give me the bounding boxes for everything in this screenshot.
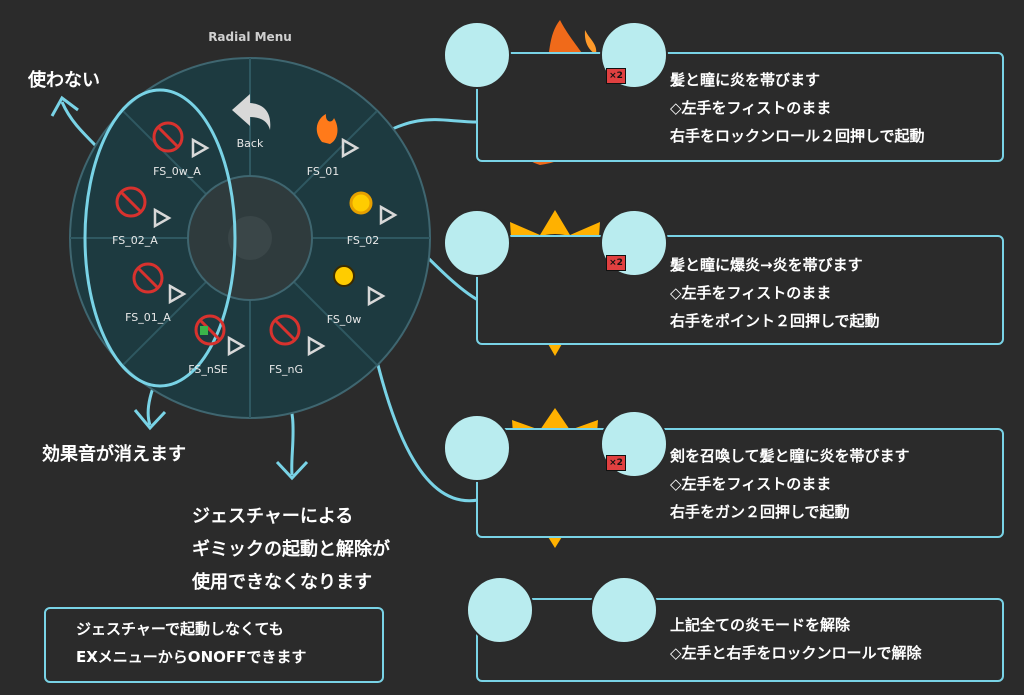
sun-small-icon	[349, 191, 373, 215]
mode2-line2: ◇左手をフィストのまま	[670, 284, 832, 302]
slot-fsnse[interactable]: FS_nSE	[188, 363, 228, 376]
arrow-unused-head	[50, 95, 79, 117]
slot-fs01a[interactable]: FS_01_A	[125, 311, 171, 324]
arrow-gesture	[275, 460, 309, 481]
mode1-line1: 髪と瞳に炎を帯びます	[670, 71, 821, 89]
mode1-line2: ◇左手をフィストのまま	[670, 99, 832, 117]
exmenu-line2: EXメニューからONOFFできます	[76, 648, 307, 666]
mode4-line2: ◇左手と右手をロックンロールで解除	[670, 644, 922, 662]
mode2-line1: 髪と瞳に爆炎→炎を帯びます	[670, 256, 863, 274]
mode3-line3: 右手をガン２回押しで起動	[670, 503, 850, 521]
mode-box-1: 髪と瞳に炎を帯びます ◇左手をフィストのまま 右手をロックンロール２回押しで起動	[476, 52, 1004, 162]
unused-note: 使わない	[28, 70, 100, 91]
flame-small-icon	[316, 114, 338, 144]
mode-box-4: 上記全ての炎モードを解除 ◇左手と右手をロックンロールで解除	[476, 598, 1004, 682]
disabled-icon-fs0wa	[152, 121, 184, 153]
mode4-line1: 上記全ての炎モードを解除	[670, 616, 851, 634]
gesture-off-line2: ギミックの起動と解除が	[192, 539, 390, 560]
mode3-line2: ◇左手をフィストのまま	[670, 475, 832, 493]
mode-box-3: 剣を召喚して髪と瞳に炎を帯びます ◇左手をフィストのまま 右手をガン２回押しで起…	[476, 428, 1004, 538]
x2-badge: ×2	[606, 255, 626, 271]
exmenu-box: ジェスチャーで起動しなくても EXメニューからONOFFできます	[44, 607, 384, 683]
x2-badge: ×2	[606, 455, 626, 471]
arrow-unused	[60, 101, 102, 152]
fist-hand-icon	[443, 209, 511, 277]
x2-badge: ×2	[606, 68, 626, 84]
slot-fs02[interactable]: FS_02	[346, 234, 380, 247]
speaker-icon	[200, 326, 208, 335]
gesture-off-note: ジェスチャーによる ギミックの起動と解除が 使用できなくなります	[192, 500, 390, 599]
slot-fs0wa[interactable]: FS_0w_A	[153, 165, 201, 178]
fist-hand-icon	[443, 414, 511, 482]
rock-hand-icon	[590, 576, 658, 644]
sound-off-note: 効果音が消えます	[42, 444, 186, 465]
mode1-line3: 右手をロックンロール２回押しで起動	[670, 127, 925, 145]
slot-fs0w[interactable]: FS_0w	[326, 313, 362, 326]
slot-fsng[interactable]: FS_nG	[268, 363, 304, 376]
unused-highlight	[83, 88, 237, 388]
back-slot-label[interactable]: Back	[236, 137, 264, 150]
mode-box-2: 髪と瞳に爆炎→炎を帯びます ◇左手をフィストのまま 右手をポイント２回押しで起動	[476, 235, 1004, 345]
mode2-line3: 右手をポイント２回押しで起動	[670, 312, 880, 330]
gesture-off-line3: 使用できなくなります	[192, 572, 372, 593]
radial-menu-title: Radial Menu	[208, 30, 292, 44]
back-arrow-icon	[232, 94, 271, 130]
disabled-icon-fs02a	[115, 186, 147, 218]
slot-fs02a[interactable]: FS_02_A	[112, 234, 158, 247]
connector-line-3	[370, 339, 479, 503]
rock-hand-icon	[466, 576, 534, 644]
exmenu-line1: ジェスチャーで起動しなくても	[76, 620, 284, 638]
sword-small-icon	[333, 265, 355, 287]
slot-fs01[interactable]: FS_01	[306, 165, 340, 178]
disabled-icon-fsnse	[194, 314, 226, 346]
disabled-icon-fsng	[269, 314, 301, 346]
mode3-line1: 剣を召喚して髪と瞳に炎を帯びます	[670, 447, 910, 465]
gesture-off-line1: ジェスチャーによる	[192, 506, 354, 527]
arrow-sound	[133, 409, 167, 431]
fist-hand-icon	[443, 21, 511, 89]
disabled-icon-fs01a	[132, 262, 164, 294]
play-icons	[153, 137, 398, 357]
